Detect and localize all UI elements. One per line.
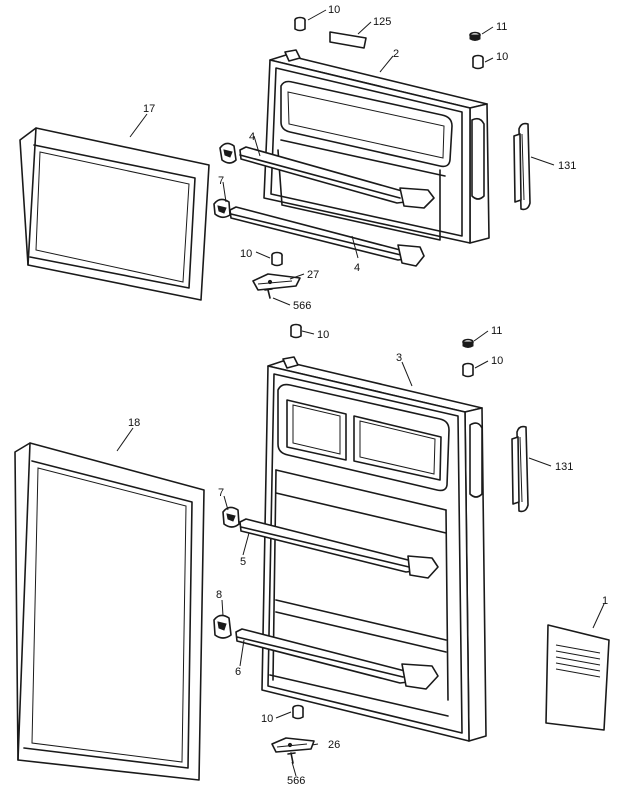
callout-10-bottom: 10: [261, 713, 273, 725]
freezer-door-handle: [513, 122, 531, 211]
fresh-food-door-handle: [511, 425, 529, 513]
fresh-food-shelf-bar-lower: [235, 628, 439, 690]
callout-566-upper: 566: [293, 300, 311, 312]
callout-131-lower: 131: [555, 461, 573, 473]
callout-11-lower: 11: [491, 325, 502, 337]
callout-566-lower: 566: [287, 775, 305, 787]
callout-7-upper: 7: [218, 175, 224, 187]
hinge-bushing: [462, 362, 474, 378]
fresh-food-hinge: [271, 737, 315, 753]
callout-26: 26: [328, 739, 340, 751]
callout-10-upper-lower: 10: [240, 248, 252, 260]
fresh-food-shelf-bar-upper: [239, 518, 439, 579]
callout-125: 125: [373, 16, 391, 28]
callout-7-lower: 7: [218, 487, 224, 499]
hinge-bushing: [271, 251, 283, 267]
hinge-cap: [469, 31, 481, 41]
callout-27: 27: [307, 269, 319, 281]
callout-11-upper: 11: [496, 21, 507, 33]
freezer-shelf-bar-lower: [229, 206, 425, 267]
info-label-card: [545, 624, 610, 731]
callout-1: 1: [602, 595, 608, 607]
callout-4-lower: 4: [354, 262, 360, 274]
hinge-cap: [462, 338, 474, 348]
callout-3: 3: [396, 352, 402, 364]
callout-10-upper-right: 10: [496, 51, 508, 63]
hinge-bushing: [292, 704, 304, 720]
freezer-door-gasket: [19, 127, 210, 301]
callout-10-lower-top: 10: [317, 329, 329, 341]
hinge-bushing: [472, 54, 484, 70]
fresh-food-door: [261, 356, 487, 742]
freezer-hinge: [252, 273, 301, 291]
callout-10-top: 10: [328, 4, 340, 16]
hinge-bushing: [290, 323, 302, 339]
freezer-shelf-bracket: [213, 142, 237, 219]
callout-2: 2: [393, 48, 399, 60]
freezer-door: [263, 49, 490, 244]
fresh-food-shelf-bracket: [222, 506, 240, 528]
freezer-shelf-bar-upper: [239, 146, 435, 209]
callout-6: 6: [235, 666, 241, 678]
fresh-food-lower-bracket: [213, 614, 232, 639]
fresh-food-door-gasket: [14, 442, 205, 781]
hinge-screw: [287, 752, 296, 764]
leader-lines: [116, 9, 605, 777]
callout-4-upper: 4: [249, 131, 255, 143]
hinge-screw: [264, 288, 273, 299]
callout-18: 18: [128, 417, 140, 429]
callout-5: 5: [240, 556, 246, 568]
callout-17: 17: [143, 103, 155, 115]
callout-10-lower-right: 10: [491, 355, 503, 367]
hinge-bushing: [294, 16, 306, 32]
callout-131-upper: 131: [558, 160, 576, 172]
callout-8: 8: [216, 589, 222, 601]
trim-strip: [329, 31, 367, 49]
callout-labels: 10 125 11 10 2 17 4 7 131 10 27 4 566 10…: [128, 4, 608, 787]
